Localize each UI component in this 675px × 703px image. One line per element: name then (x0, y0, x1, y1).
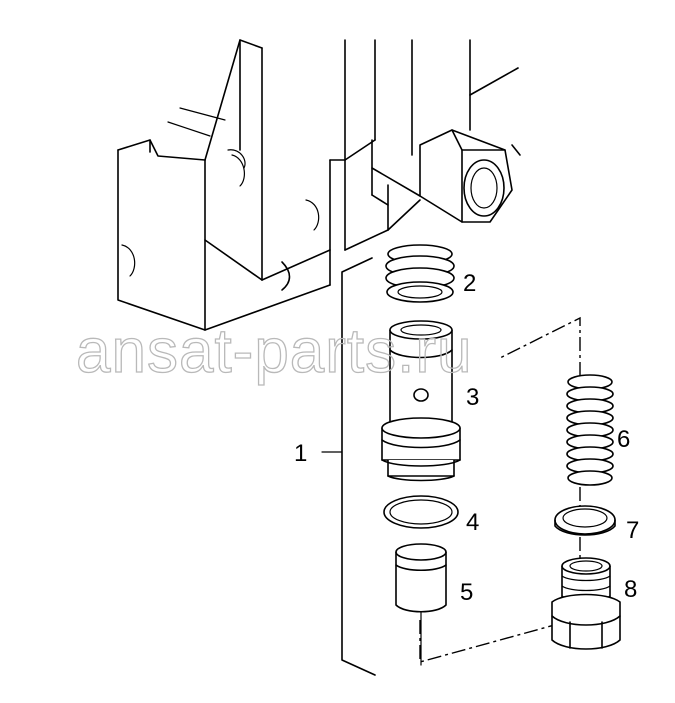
callout-4: 4 (466, 509, 479, 536)
part-3-valve-spool (381, 320, 461, 482)
callout-5: 5 (460, 579, 473, 606)
part-7-washer (554, 505, 616, 536)
callout-2: 2 (463, 270, 476, 297)
valve-housing (117, 39, 521, 331)
callout-1: 1 (294, 440, 307, 467)
callout-8: 8 (624, 576, 637, 603)
watermark-text: ansat-parts.ru (76, 317, 473, 386)
callout-3: 3 (466, 384, 479, 411)
part-2-spring (385, 244, 455, 303)
part-5-plug (395, 543, 447, 666)
callout-7: 7 (626, 517, 639, 544)
assembly-bracket-line (341, 257, 376, 676)
part-6-spring (566, 374, 614, 486)
part-8-threaded-plug (551, 557, 621, 650)
part-4-o-ring (383, 495, 459, 529)
callout-6: 6 (617, 426, 630, 453)
